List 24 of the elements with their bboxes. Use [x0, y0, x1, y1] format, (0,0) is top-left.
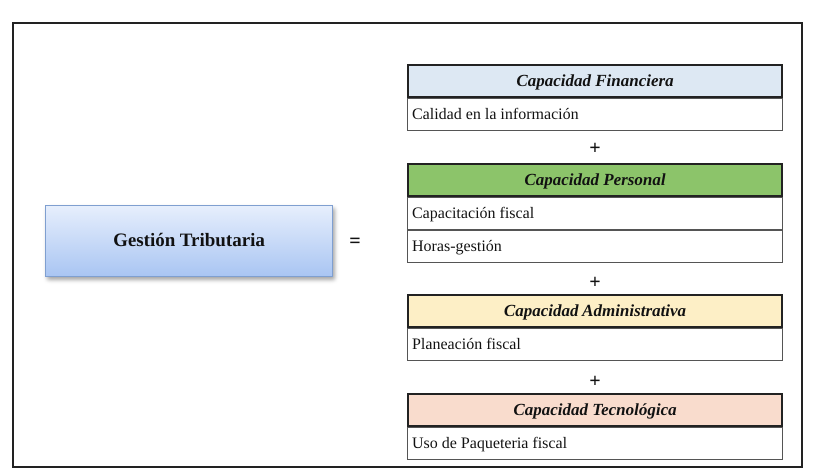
- category-title: Capacidad Administrativa: [504, 301, 686, 321]
- category-title: Capacidad Financiera: [516, 71, 674, 91]
- plus-sign: +: [588, 138, 602, 158]
- item-text: Uso de Paqueteria fiscal: [412, 434, 568, 452]
- table-row: [407, 197, 783, 230]
- header-cell: [407, 294, 783, 328]
- category-title: Capacidad Personal: [524, 170, 666, 190]
- item-text: Horas-gestión: [412, 238, 502, 256]
- table-row: [407, 328, 783, 361]
- table-row: [407, 98, 783, 131]
- item-text: Planeación fiscal: [412, 336, 521, 354]
- box-title: Gestión Tributaria: [113, 230, 265, 252]
- equals-sign: =: [348, 231, 362, 251]
- header-cell: [407, 163, 783, 197]
- category-title: Capacidad Tecnológica: [513, 400, 677, 420]
- process-box: [45, 205, 333, 277]
- table-row: [407, 230, 783, 263]
- table-row: [407, 427, 783, 460]
- plus-sign: +: [588, 371, 602, 391]
- plus-sign: +: [588, 272, 602, 292]
- header-cell: [407, 64, 783, 98]
- item-text: Calidad en la información: [412, 106, 579, 124]
- item-text: Capacitación fiscal: [412, 204, 534, 222]
- header-cell: [407, 393, 783, 427]
